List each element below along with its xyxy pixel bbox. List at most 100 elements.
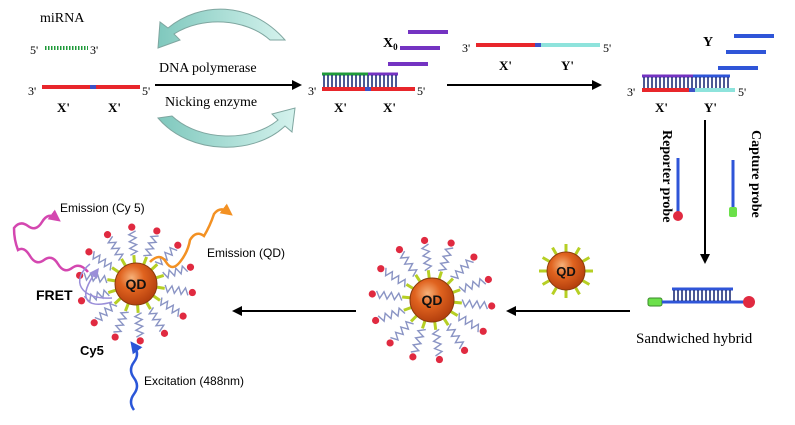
reporter-probe-label: Reporter probe <box>659 130 674 222</box>
probe-coil <box>143 235 159 257</box>
cy5-dye <box>386 339 394 347</box>
probe-coil <box>438 247 454 272</box>
surface-ligand <box>145 301 152 310</box>
surface-ligand <box>541 256 551 263</box>
probe-coil <box>92 251 113 271</box>
mirna-label: miRNA <box>40 11 85 26</box>
duplex-b-y-prime: Y' <box>704 100 717 115</box>
probe-coil <box>375 290 403 302</box>
cy5-label: Cy5 <box>80 343 104 358</box>
probe-coil <box>390 320 414 341</box>
surface-ligand <box>113 297 122 305</box>
surface-ligand <box>581 279 591 286</box>
template-x-prime-right: X' <box>108 100 121 115</box>
cy5-dye <box>85 248 93 256</box>
fret-annotations: Emission (Cy 5) Emission (QD) FRET Cy5 E… <box>12 201 285 411</box>
cy5-dye <box>179 312 187 320</box>
cycle-arrow-bottom <box>157 107 296 148</box>
cy5-dye <box>479 327 487 335</box>
qd-complex-middle: QD <box>368 236 496 364</box>
excitation-wave <box>129 341 143 411</box>
surface-ligand <box>152 294 161 302</box>
xy-5-prime: 5' <box>603 41 611 55</box>
probe-coil <box>431 328 444 357</box>
emission-qd-wave <box>149 203 233 269</box>
cycle-arrow-top <box>157 8 287 49</box>
template-3-prime: 3' <box>28 84 36 98</box>
hybrid-reporter-dye <box>743 296 755 308</box>
probe-coil <box>377 306 406 323</box>
surface-ligand <box>107 278 116 283</box>
surface-ligand <box>437 271 443 280</box>
xy-x-prime: X' <box>499 58 512 73</box>
cy5-dye <box>460 346 469 355</box>
fret-arc-outer <box>78 263 113 299</box>
probe-coil <box>450 259 474 280</box>
duplex-a-x-prime-left: X' <box>334 100 347 115</box>
cy5-dye <box>153 227 161 235</box>
polymerase-cycle: DNA polymerase Nicking enzyme <box>155 8 302 148</box>
capture-anchor <box>729 207 737 217</box>
probe-coil <box>127 230 139 256</box>
nicking-enzyme-label: Nicking enzyme <box>165 95 257 110</box>
x0-label: X0 <box>383 36 398 52</box>
probe-coil <box>133 312 145 338</box>
surface-ligand <box>574 286 581 296</box>
probe-coil <box>458 277 487 294</box>
reporter-dye <box>673 211 683 221</box>
surface-ligand <box>574 246 581 256</box>
surface-ligand <box>136 304 140 314</box>
cy5-dye <box>103 231 112 239</box>
cy5-dye <box>488 302 496 310</box>
duplex-b-x-prime: X' <box>655 100 668 115</box>
probe-coil <box>164 284 189 297</box>
surface-ligand <box>452 288 461 294</box>
qd-label: QD <box>422 292 443 308</box>
xy-y-prime: Y' <box>561 58 574 73</box>
duplex-a-3-prime: 3' <box>308 84 316 98</box>
cy5-dye <box>77 297 86 305</box>
mirna-5-prime: 5' <box>30 43 38 57</box>
probe-coil <box>162 264 189 280</box>
probe-coil <box>159 297 180 317</box>
cy5-dye <box>90 319 98 327</box>
quantum-dot <box>409 277 455 323</box>
probe-coil <box>83 271 108 284</box>
cy5-dye <box>377 265 385 273</box>
sandwiched-hybrid-label: Sandwiched hybrid <box>636 331 753 347</box>
duplex-b-5-prime: 5' <box>738 85 746 99</box>
surface-ligand <box>446 277 455 286</box>
qd-label: QD <box>556 264 576 279</box>
fret-arc-inner <box>85 267 113 305</box>
duplex-b-3-prime: 3' <box>627 85 635 99</box>
duplex-a-x-prime-right: X' <box>383 100 396 115</box>
xy-3-prime: 3' <box>462 41 470 55</box>
surface-ligand <box>142 256 149 266</box>
emission-cy5-label: Emission (Cy 5) <box>60 201 145 215</box>
surface-ligand <box>132 254 136 264</box>
duplex-rungs-b <box>643 77 729 89</box>
dna-polymerase-label: DNA polymerase <box>159 61 257 76</box>
cy5-dye <box>128 223 136 231</box>
cy5-dye <box>186 263 195 271</box>
cy5-dye <box>435 355 444 364</box>
surface-ligand <box>107 288 117 294</box>
probe-coil <box>94 302 118 322</box>
cy5-dye <box>174 241 182 249</box>
cy5-dye <box>188 288 196 297</box>
cy5-dye <box>160 329 169 337</box>
template-5-prime: 5' <box>142 84 150 98</box>
duplex-a-5-prime: 5' <box>417 84 425 98</box>
cy5-dye <box>484 275 492 284</box>
qd-label: QD <box>126 276 147 292</box>
mirna-template-group: miRNA 5' 3' 3' 5' X' X' <box>28 11 150 115</box>
surface-ligand <box>551 286 558 296</box>
surface-ligand <box>120 258 127 267</box>
xy-template-group: 3' 5' X' Y' <box>447 41 611 90</box>
template-x-prime-left: X' <box>57 100 70 115</box>
surface-ligand <box>155 274 165 280</box>
y-duplex-group: Y 3' 5' X' Y' <box>627 34 774 115</box>
probe-coil <box>410 328 426 353</box>
cy5-dye <box>447 239 455 247</box>
